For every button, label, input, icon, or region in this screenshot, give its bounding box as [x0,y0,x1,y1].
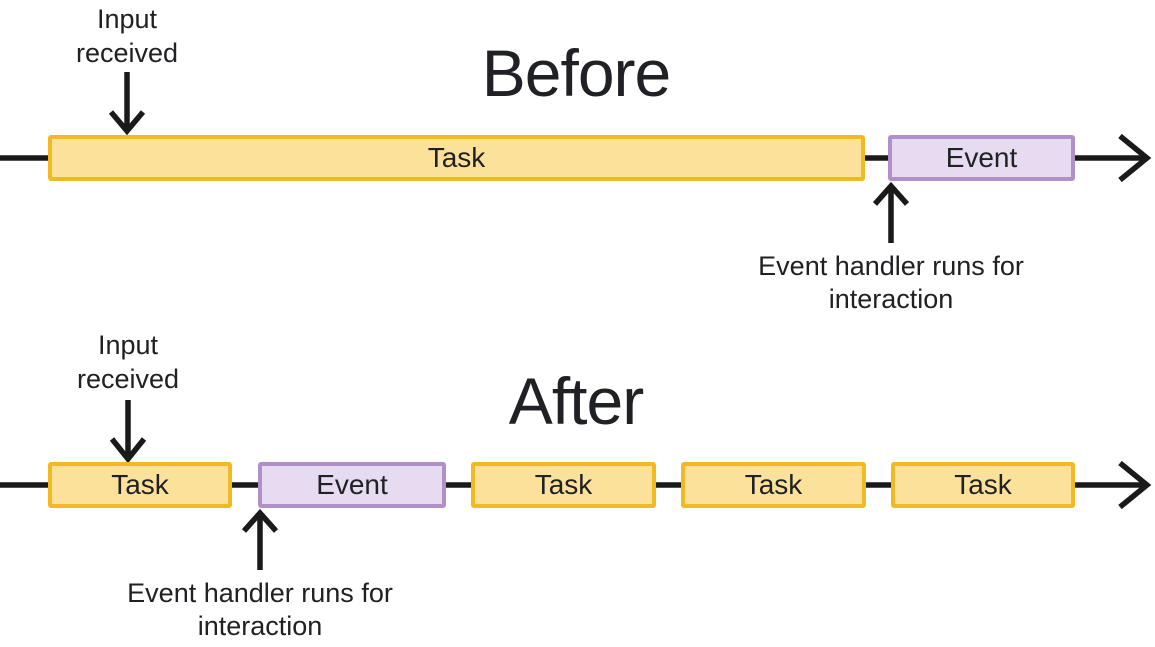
before-event-bar: Event [888,135,1075,181]
before-event-bar-label: Event [945,142,1018,173]
before-timeline-arrowhead-icon [1118,133,1152,183]
before-section-title: Before [481,36,671,110]
after-event-handler-label: Event handler runs for interaction [127,578,393,641]
before-input-received-label: Input received [75,4,179,68]
after-timeline-arrowhead-icon [1118,460,1152,510]
after-event-bar-label: Event [316,469,388,500]
after-input-received-label: Input received [76,330,180,394]
after-task-bar-3: Task [681,462,866,508]
before-task-bar: Task [48,135,865,181]
after-event-bar: Event [258,462,446,508]
after-task-bar-4-label: Task [954,469,1012,500]
before-handler-up-arrow-icon [872,181,910,243]
after-task-bar-3-label: Task [744,469,803,500]
before-event-handler-label: Event handler runs for interaction [758,251,1024,314]
before-input-down-arrow-icon [108,72,146,136]
before-task-bar-label: Task [427,142,486,173]
after-task-bar-2: Task [471,462,656,508]
after-input-down-arrow-icon [109,400,147,464]
after-handler-up-arrow-icon [241,508,279,570]
after-task-bar-1-label: Task [111,469,169,500]
after-section-title: After [508,364,644,438]
after-task-bar-4: Task [891,462,1075,508]
after-task-bar-1: Task [48,462,232,508]
after-task-bar-2-label: Task [534,469,593,500]
